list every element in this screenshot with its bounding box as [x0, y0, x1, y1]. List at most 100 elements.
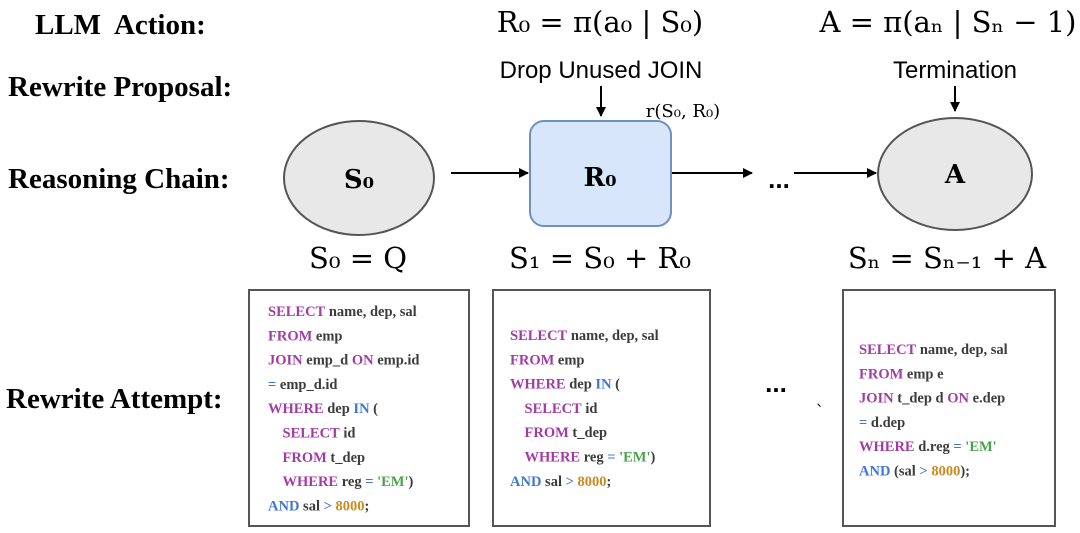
code-token-text: reg [338, 474, 365, 490]
code-line: FROM emp e [859, 366, 944, 382]
code-token-keyword: JOIN [859, 391, 894, 407]
code-box-1 [248, 289, 470, 527]
code-line: SELECT id [510, 401, 597, 417]
state-equation-sn: Sₙ = Sₙ₋₁ + A [848, 241, 1047, 275]
code-token-text: ; [606, 474, 611, 490]
code-line: AND (sal > 8000); [859, 464, 970, 480]
code-token-string: 'EM' [615, 450, 650, 466]
code-token-text: ; [364, 498, 369, 514]
code-token-op: = [953, 439, 961, 455]
code-token-keyword: WHERE [510, 450, 580, 466]
code-token-keyword: WHERE [510, 377, 566, 393]
code-box-2 [492, 289, 711, 527]
proposal-node-r0 [529, 120, 672, 227]
code-token-op: AND [859, 464, 890, 480]
code-token-op: > [324, 498, 332, 514]
code-token-text: sal [299, 498, 323, 514]
code-token-text: emp.id [374, 353, 420, 369]
code-token-text: d.reg [915, 439, 954, 455]
code-token-op: > [919, 464, 927, 480]
code-token-text: emp e [903, 366, 944, 382]
code-token-keyword: FROM [859, 366, 904, 382]
code-line: JOIN emp_d ON emp.id [268, 353, 419, 369]
code-token-keyword: WHERE [268, 401, 324, 417]
code-token-keyword: ON [352, 353, 374, 369]
code-token-op: AND [268, 498, 299, 514]
action-formula-first: R₀ = π(a₀ | S₀) [497, 5, 704, 39]
code-line: WHERE dep IN ( [268, 401, 378, 417]
code-token-string: 'EM' [373, 474, 408, 490]
code-token-text: dep [324, 401, 354, 417]
proposal-last: Termination [893, 57, 1017, 84]
code-token-keyword: FROM [268, 450, 327, 466]
code-line: FROM emp [268, 328, 343, 344]
code-token-text: name, dep, sal [325, 304, 416, 320]
code-token-keyword: FROM [510, 425, 569, 441]
code-token-number: 8000 [574, 474, 607, 490]
code-token-text: id [582, 401, 598, 417]
code-token-op: = [859, 415, 867, 431]
code-line: WHERE reg = 'EM') [510, 450, 656, 466]
row-label-reasoning-chain: Reasoning Chain: [8, 163, 230, 195]
code-token-op: = [607, 450, 615, 466]
code-token-keyword: WHERE [859, 439, 915, 455]
code-line: SELECT name, dep, sal [859, 342, 1008, 358]
code-line: FROM t_dep [268, 450, 365, 466]
state-equation-s1: S₁ = S₀ + R₀ [509, 241, 691, 275]
code-token-op: AND [510, 474, 541, 490]
code-token-string: 'EM' [962, 439, 997, 455]
code-box-3 [842, 289, 1056, 527]
code-token-text: d.dep [867, 415, 905, 431]
state-equation-s0: S₀ = Q [309, 241, 407, 275]
code-token-op: IN [353, 401, 370, 417]
code-token-op: = [268, 377, 276, 393]
code-token-text: name, dep, sal [916, 342, 1007, 358]
answer-node-a-label: A [944, 160, 966, 190]
code-line: AND sal > 8000; [510, 474, 611, 490]
stray-backtick: ` [816, 402, 825, 423]
code-token-text: emp [312, 328, 342, 344]
code-token-keyword: SELECT [510, 328, 568, 344]
code-token-text: ); [960, 464, 970, 480]
code-token-text: id [340, 426, 356, 442]
code-token-keyword: SELECT [268, 426, 340, 442]
code-token-op: = [365, 474, 373, 490]
code-line: = emp_d.id [268, 377, 338, 393]
code-line: SELECT id [268, 426, 355, 442]
code-line: WHERE dep IN ( [510, 377, 620, 393]
row-label-rewrite-proposal: Rewrite Proposal: [8, 71, 232, 103]
code-token-text: sal [541, 474, 565, 490]
code-line: JOIN t_dep d ON e.dep [859, 391, 1005, 407]
code-token-text: name, dep, sal [567, 328, 658, 344]
code-token-text: emp_d [303, 353, 352, 369]
code-token-keyword: WHERE [268, 474, 338, 490]
code-line: = d.dep [859, 415, 905, 431]
code-token-text: ( [612, 377, 621, 393]
code-token-keyword: SELECT [268, 304, 326, 320]
code-token-text: dep [566, 377, 596, 393]
code-token-keyword: SELECT [510, 401, 582, 417]
code-line: WHERE reg = 'EM') [268, 474, 414, 490]
code-token-text: t_dep [327, 450, 365, 466]
code-token-number: 8000 [928, 464, 961, 480]
action-formula-last: A = π(aₙ | Sₙ − 1) [818, 5, 1076, 39]
code-token-keyword: JOIN [268, 353, 303, 369]
code-token-keyword: FROM [510, 352, 555, 368]
row-label-llm-action: LLM Action: [35, 9, 206, 41]
code-token-op: > [566, 474, 574, 490]
code-token-text: e.dep [969, 391, 1005, 407]
code-line: FROM t_dep [510, 425, 607, 441]
answer-node-a [877, 117, 1033, 231]
code-line: AND sal > 8000; [268, 498, 369, 514]
proposal-first: Drop Unused JOIN [500, 57, 703, 84]
code-line: FROM emp [510, 352, 585, 368]
chain-ellipsis: ... [768, 164, 790, 194]
reward-label: r(S₀, R₀) [646, 101, 720, 122]
proposal-node-r0-label: R₀ [584, 163, 617, 193]
code-token-text: emp [554, 352, 584, 368]
code-token-keyword: SELECT [859, 342, 917, 358]
code-token-text: (sal [890, 464, 919, 480]
